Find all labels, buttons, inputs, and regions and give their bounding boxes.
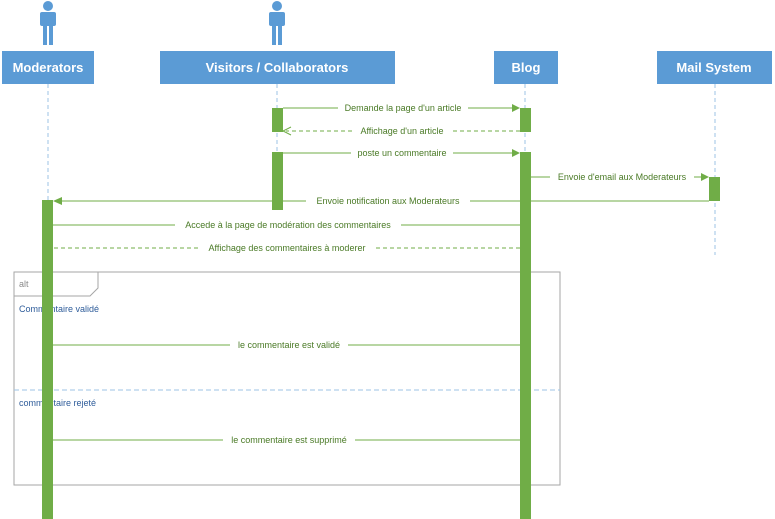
message-display-comments: Affichage des commentaires à moderer: [53, 242, 520, 253]
message-label: Affichage des commentaires à moderer: [209, 243, 366, 253]
guard-validated: Commentaire validé: [19, 304, 99, 314]
message-access-moderation: Accede à la page de modération des comme…: [53, 219, 520, 230]
participant-visitors: Visitors / Collaborators: [160, 51, 395, 84]
message-label: Accede à la page de modération des comme…: [185, 220, 391, 230]
message-notify-moderators: Envoie notification aux Moderateurs: [53, 195, 709, 206]
alt-frame: alt Commentaire validé commentaire rejet…: [13, 271, 561, 486]
message-label: Envoie notification aux Moderateurs: [316, 196, 460, 206]
activation-blog-1: [520, 108, 531, 132]
activation-blog-2: [520, 152, 531, 519]
guard-rejected: commentaire rejeté: [19, 398, 96, 408]
participant-moderators: Moderators: [2, 51, 94, 84]
message-comment-validated: le commentaire est validé: [53, 339, 520, 350]
message-label: Demande la page d'un article: [345, 103, 462, 113]
message-label: Affichage d'un article: [360, 126, 443, 136]
activations: [42, 108, 720, 519]
message-request-article: Demande la page d'un article: [283, 102, 520, 113]
person-icon: [40, 1, 56, 45]
activation-moderators: [42, 200, 53, 519]
participant-label: Blog: [512, 60, 541, 75]
activation-visitors-2: [272, 152, 283, 210]
participant-label: Visitors / Collaborators: [206, 60, 349, 75]
alt-operator: alt: [19, 279, 29, 289]
participant-label: Moderators: [13, 60, 84, 75]
message-label: le commentaire est validé: [238, 340, 340, 350]
message-label: le commentaire est supprimé: [231, 435, 347, 445]
message-display-article: Affichage d'un article: [281, 125, 520, 136]
person-icon: [269, 1, 285, 45]
message-label: poste un commentaire: [357, 148, 446, 158]
participant-mail: Mail System: [657, 51, 772, 84]
activation-mail: [709, 177, 720, 201]
participant-blog: Blog: [494, 51, 558, 84]
message-send-email: Envoie d'email aux Moderateurs: [531, 171, 709, 182]
activation-visitors-1: [272, 108, 283, 132]
message-comment-deleted: le commentaire est supprimé: [53, 434, 520, 445]
participant-label: Mail System: [676, 60, 751, 75]
message-post-comment: poste un commentaire: [283, 147, 520, 158]
message-label: Envoie d'email aux Moderateurs: [558, 172, 687, 182]
messages: Demande la page d'un article Affichage d…: [53, 102, 709, 445]
